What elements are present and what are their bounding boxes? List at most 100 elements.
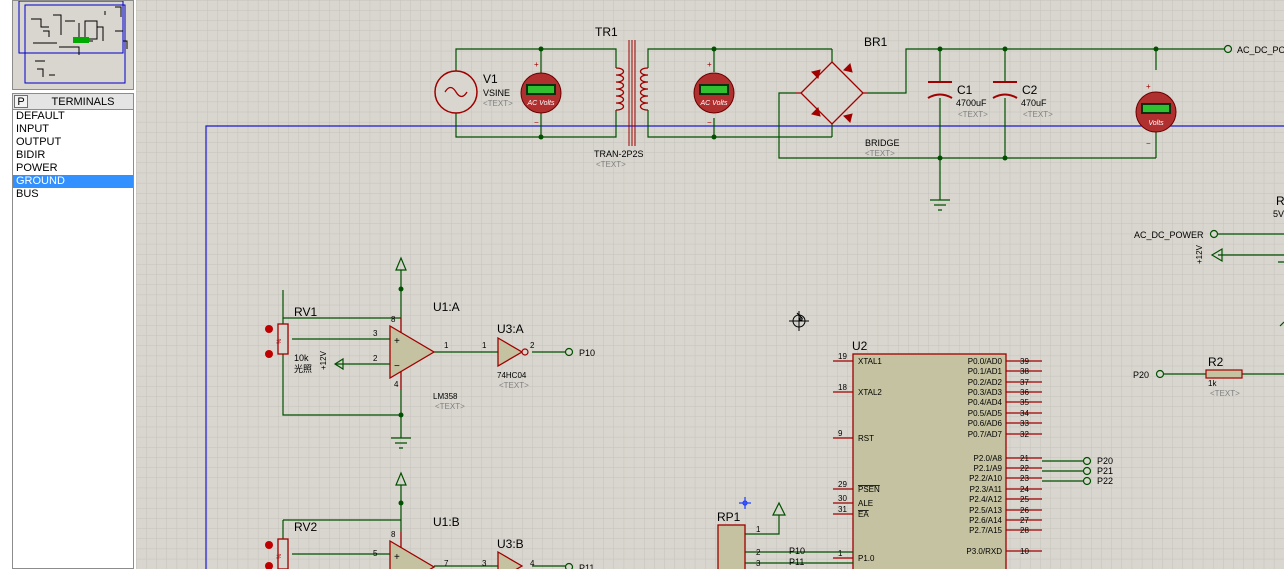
svg-text:%: % bbox=[277, 553, 283, 559]
svg-text:+: + bbox=[1146, 82, 1151, 91]
u2-right-pin-num: 28 bbox=[1020, 526, 1029, 535]
rv2-dec-button[interactable] bbox=[265, 562, 273, 569]
rv2-inc-button[interactable] bbox=[265, 541, 273, 549]
u2-left-pin-num: 18 bbox=[838, 383, 847, 392]
terminal-ac-dc-right[interactable] bbox=[1209, 229, 1219, 239]
u2-right-pin-num: 32 bbox=[1020, 430, 1029, 439]
u3b-inverter[interactable]: 3 4 U3:B bbox=[482, 537, 535, 569]
terminal-p20[interactable]: P20 bbox=[1082, 456, 1114, 466]
c1-capacitor[interactable]: C1 4700uF <TEXT> bbox=[927, 81, 988, 119]
u2-ref: U2 bbox=[852, 339, 868, 353]
overview-window[interactable] bbox=[12, 0, 134, 90]
svg-text:1: 1 bbox=[756, 525, 761, 534]
svg-text:+: + bbox=[534, 60, 539, 69]
terminal-item-output[interactable]: OUTPUT bbox=[16, 136, 62, 148]
c1-value: 4700uF bbox=[956, 98, 987, 108]
rv2-ref: RV2 bbox=[294, 520, 317, 534]
terminal-p20-right[interactable] bbox=[1155, 369, 1165, 379]
power-arrow-rv1 bbox=[333, 357, 344, 371]
tr1-part: TRAN-2P2S bbox=[594, 149, 644, 159]
u2-right-pin-name: P0.1/AD1 bbox=[968, 367, 1003, 376]
u2-right-pin-num: 22 bbox=[1020, 464, 1029, 473]
ac-meter-2-label: AC Volts bbox=[700, 100, 728, 107]
v1-ref: V1 bbox=[483, 72, 498, 86]
terminal-item-power[interactable]: POWER bbox=[16, 162, 58, 174]
u2-right-pin-num: 38 bbox=[1020, 367, 1029, 376]
sheet-border bbox=[205, 125, 1284, 569]
svg-text:−: − bbox=[1146, 139, 1151, 148]
rv1-potentiometer[interactable]: % RV1 10k 光照 bbox=[265, 305, 317, 374]
rv2-potentiometer[interactable]: % RV2 bbox=[265, 520, 317, 569]
terminal-item-default[interactable]: DEFAULT bbox=[16, 110, 65, 122]
p2-wires bbox=[1042, 460, 1084, 482]
svg-text:2: 2 bbox=[373, 354, 378, 363]
svg-text:2: 2 bbox=[756, 548, 761, 557]
power-terminal-12v[interactable] bbox=[1210, 247, 1223, 263]
u2-right-pin-num: 37 bbox=[1020, 378, 1029, 387]
u3a-inverter[interactable]: 1 2 U3:A 74HC04 <TEXT> bbox=[482, 322, 535, 390]
u2-right-pin-name: P0.3/AD3 bbox=[968, 388, 1003, 397]
svg-text:5V: 5V bbox=[1273, 209, 1284, 219]
terminal-p21[interactable]: P21 bbox=[1082, 466, 1114, 476]
plus12v-label: +12V bbox=[1195, 244, 1204, 264]
u3a-ref: U3:A bbox=[497, 322, 524, 336]
u2-right-pin-num: 35 bbox=[1020, 398, 1029, 407]
u1b-opamp[interactable]: + 5 8 7 U1:B bbox=[373, 515, 460, 569]
move-cursor-icon bbox=[789, 311, 809, 331]
u2-right-pin-name: P0.0/AD0 bbox=[968, 357, 1003, 366]
u2-right-pin-num: 24 bbox=[1020, 485, 1029, 494]
u2-left-pin-num: 30 bbox=[838, 494, 847, 503]
u2-right-pin-num: 23 bbox=[1020, 474, 1029, 483]
c2-capacitor[interactable]: C2 470uF <TEXT> bbox=[992, 81, 1053, 119]
rv1-supply-label: +12V bbox=[319, 350, 328, 370]
terminal-item-input[interactable]: INPUT bbox=[16, 123, 49, 135]
terminal-p22[interactable]: P22 bbox=[1082, 476, 1114, 486]
u2-left-pin-name: XTAL1 bbox=[858, 357, 882, 366]
u2-right-pin-name: P0.6/AD6 bbox=[968, 419, 1003, 428]
u2-right-pin-num: 26 bbox=[1020, 506, 1029, 515]
u1a-opamp[interactable]: + − 3 2 8 4 1 U1:A LM358 <TEXT> bbox=[373, 300, 465, 411]
terminal-item-ground[interactable]: GROUND bbox=[13, 175, 133, 188]
c2-value: 470uF bbox=[1021, 98, 1047, 108]
u2-right-pin-name: P2.1/A9 bbox=[974, 464, 1003, 473]
svg-text:+: + bbox=[394, 336, 400, 347]
u2-right-pins: 39P0.0/AD038P0.1/AD137P0.2/AD236P0.3/AD3… bbox=[966, 357, 1042, 556]
u2-right-pin-num: 34 bbox=[1020, 409, 1029, 418]
br1-bridge-rectifier[interactable]: BR1 BRIDGE <TEXT> bbox=[796, 35, 900, 158]
br1-part: BRIDGE bbox=[865, 138, 900, 148]
u2-left-pin-num: 29 bbox=[838, 480, 847, 489]
u2-right-pin-name: P2.4/A12 bbox=[969, 495, 1002, 504]
terminal-ac-dc-top[interactable]: AC_DC_PO bbox=[1223, 44, 1284, 55]
u2-right-pin-num: 39 bbox=[1020, 357, 1029, 366]
r2-ref: R2 bbox=[1208, 355, 1224, 369]
v1-source[interactable]: V1 VSINE <TEXT> bbox=[434, 70, 513, 114]
u2-right-pin-name: P3.0/RXD bbox=[966, 547, 1002, 556]
rv1-dec-button[interactable] bbox=[265, 350, 273, 358]
overview-thumbnail bbox=[18, 1, 128, 84]
u2-right-pin-num: 10 bbox=[1020, 547, 1029, 556]
svg-text:7: 7 bbox=[444, 559, 449, 568]
terminal-item-bidir[interactable]: BIDIR bbox=[16, 149, 46, 161]
pick-button[interactable]: P bbox=[14, 95, 28, 108]
u2-microcontroller[interactable]: U2 19XTAL118XTAL29RST29PSEN30ALE31EA1P1.… bbox=[833, 339, 1042, 569]
v1-text: <TEXT> bbox=[483, 99, 513, 108]
u2-left-pin-name: RST bbox=[858, 434, 874, 443]
u2-right-pin-name: P0.2/AD2 bbox=[968, 378, 1003, 387]
rp1-resistor-pack[interactable]: RP1 1 2 3 P10 P11 bbox=[717, 501, 853, 569]
ac-voltmeter-2[interactable]: AC Volts + − bbox=[693, 60, 735, 127]
rv1-inc-button[interactable] bbox=[265, 325, 273, 333]
dc-voltmeter[interactable]: Volts + − bbox=[1135, 82, 1177, 148]
u2-left-pin-num: 1 bbox=[838, 549, 843, 558]
schematic-canvas[interactable]: V1 VSINE <TEXT> AC Volts + − TR1 TRAN-2P… bbox=[136, 0, 1284, 569]
terminal-p11-output[interactable]: P11 bbox=[564, 562, 595, 569]
terminal-p10-output[interactable]: P10 bbox=[564, 347, 596, 358]
ac-voltmeter-1[interactable]: AC Volts + − bbox=[520, 60, 562, 127]
r2-resistor-section[interactable]: P20 R2 1k <TEXT> bbox=[1133, 355, 1284, 398]
tr1-transformer[interactable]: TR1 TRAN-2P2S <TEXT> bbox=[594, 25, 649, 169]
junction-dots bbox=[538, 46, 1159, 161]
terminal-item-bus[interactable]: BUS bbox=[16, 188, 39, 200]
rv1-label: 光照 bbox=[294, 363, 312, 374]
r2-value: 1k bbox=[1208, 379, 1217, 388]
